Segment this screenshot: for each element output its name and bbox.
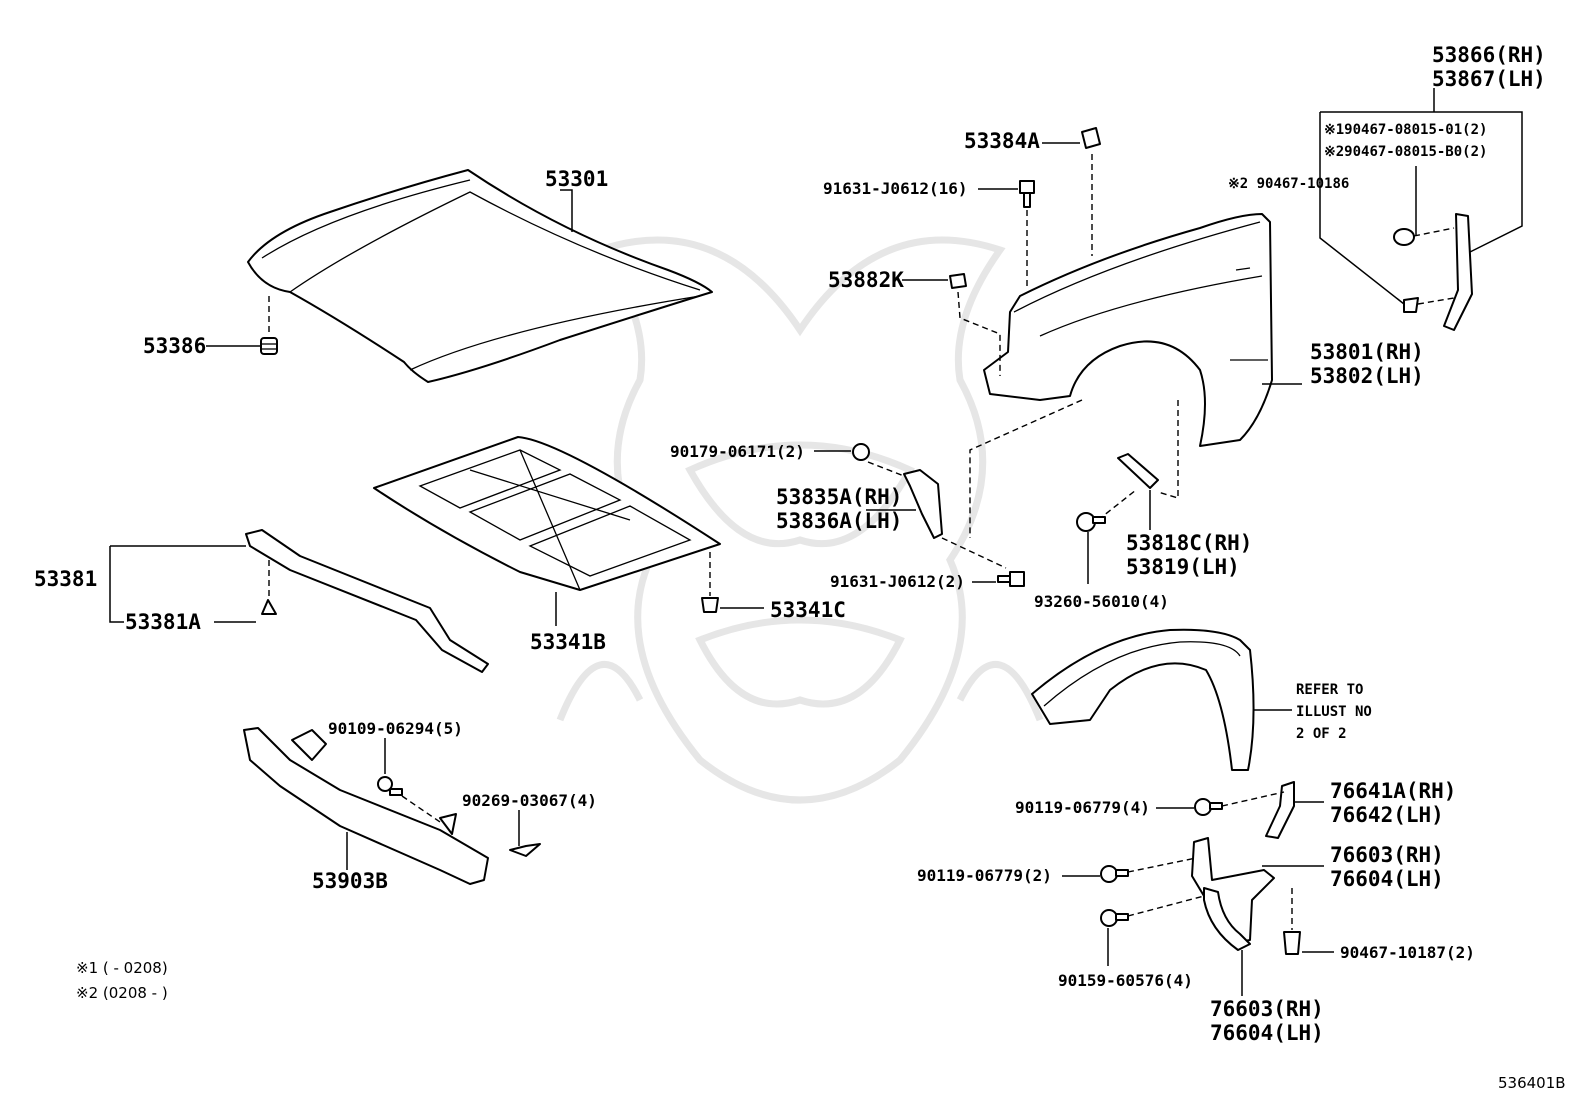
fender-cap-label: 53384A [964,129,1040,153]
hood-cushion-part [260,337,278,355]
fender-bolt-top-label: 91631-J0612(16) [823,179,968,198]
flap-bolt-a-part [1194,798,1223,816]
flap-clip-label: 90467-10187(2) [1340,943,1475,962]
fender-seal-rh-label: 53818C(RH) [1126,531,1252,555]
fender-lh-label: 53802(LH) [1310,364,1424,388]
flap-bolt-b-part [1100,865,1129,883]
fender-bracket-part [903,469,943,539]
hood-seal-label: 53381 [34,567,97,591]
note-2: ※2 (0208 - ) [76,984,168,1002]
note-1: ※1 ( - 0208) [76,959,168,977]
flap-screw-label: 90159-60576(4) [1058,971,1193,990]
flap-bracket-part [1265,781,1295,839]
mud-seal-part [1393,213,1473,331]
clip-note1-label: ※190467-08015-01(2) [1324,122,1487,138]
fender-bracket-rh-label: 53835A(RH) [776,485,902,509]
hood-seal-part [245,529,489,673]
mud-seal-rh-label: 53866(RH) [1432,43,1546,67]
fender-part [983,213,1273,447]
fender-bolt-top-part [1019,180,1035,208]
hood-insulator-label: 53341B [530,630,606,654]
brace-clip-label: 90269-03067(4) [462,791,597,810]
fender-seal-part [1117,453,1159,489]
refer-line3: 2 OF 2 [1296,726,1347,742]
fender-liner-part [1031,628,1255,771]
mud-seal-lh-label: 53867(LH) [1432,67,1546,91]
hood-insulator-part [373,436,721,591]
fender-seal-lh-label: 53819(LH) [1126,555,1240,579]
support-brace-part [243,727,489,885]
figure-id: 536401B [1498,1074,1566,1092]
brace-bolt-label: 90109-06294(5) [328,719,463,738]
flap-lower-rh-label: 76603(RH) [1210,997,1324,1021]
flap-upper-part [1191,837,1275,943]
brace-clip-part [509,843,541,857]
hood-part [247,169,713,383]
fender-cap-part [1081,127,1101,149]
bracket-bolt-label: 91631-J0612(2) [830,572,965,591]
hood-seal-clip-part [261,599,277,615]
flap-lower-part [1203,887,1251,951]
hood-seal-sub-label: 53381A [125,610,201,634]
bracket-nut-part [852,443,870,461]
flap-bracket-rh-label: 76641A(RH) [1330,779,1456,803]
flap-bracket-lh-label: 76642(LH) [1330,803,1444,827]
fender-plate-part [949,273,967,289]
refer-line2: ILLUST NO [1296,704,1372,720]
bracket-bolt-part [997,571,1025,587]
bracket-nut-label: 90179-06171(2) [670,442,805,461]
fender-rh-label: 53801(RH) [1310,340,1424,364]
support-brace-label: 53903B [312,869,388,893]
hood-label: 53301 [545,167,608,191]
hood-cushion-label: 53386 [143,334,206,358]
flap-lower-lh-label: 76604(LH) [1210,1021,1324,1045]
flap-upper-rh-label: 76603(RH) [1330,843,1444,867]
fender-plate-label: 53882K [828,268,904,292]
flap-upper-lh-label: 76604(LH) [1330,867,1444,891]
flap-clip-part [1283,931,1301,955]
refer-line1: REFER TO [1296,682,1363,698]
insulator-clip-label: 53341C [770,598,846,622]
clip-note3-label: ※2 90467-10186 [1228,176,1349,192]
flap-bolt-a-label: 90119-06779(4) [1015,798,1150,817]
seal-bolt-part [1076,512,1106,532]
insulator-clip-part [701,597,719,613]
brace-bolt-part [377,776,403,796]
seal-bolt-label: 93260-56010(4) [1034,592,1169,611]
fender-bracket-lh-label: 53836A(LH) [776,509,902,533]
clip-note2-label: ※290467-08015-B0(2) [1324,144,1487,160]
flap-screw-part [1100,909,1129,927]
flap-bolt-b-label: 90119-06779(2) [917,866,1052,885]
